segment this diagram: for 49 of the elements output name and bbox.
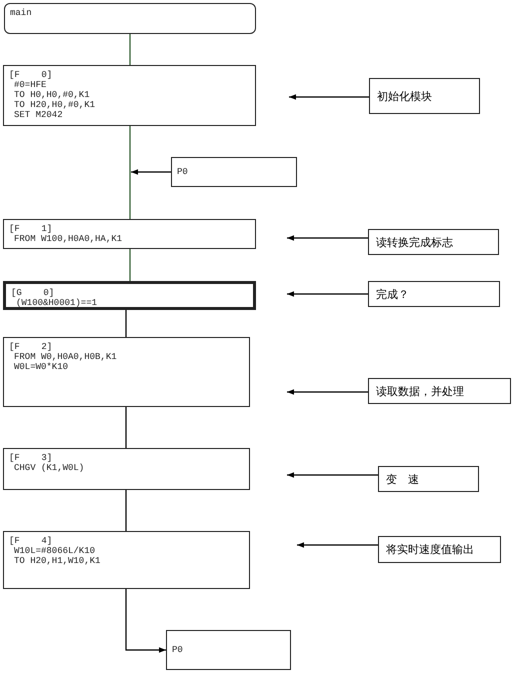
code-line: SET M2042 (13, 110, 63, 120)
arrow (287, 291, 368, 297)
arrow (131, 169, 171, 175)
process-box (3, 65, 256, 126)
connector-line (125, 310, 127, 337)
code-line: [G 0] (11, 288, 54, 298)
arrow (289, 94, 369, 100)
process-box (3, 448, 250, 490)
connector-line (129, 126, 131, 219)
arrow (287, 235, 368, 241)
code-line: [F 4] (9, 536, 52, 546)
process-box (166, 630, 291, 670)
arrow (125, 589, 166, 653)
process-box (3, 337, 250, 407)
code-line: [F 0] (9, 70, 52, 80)
connector-line (125, 490, 127, 531)
code-line: P0 (172, 645, 183, 655)
connector-line (129, 249, 131, 281)
start-box (4, 3, 256, 34)
code-line: TO H0,H0,#0,K1 (13, 90, 90, 100)
code-line: W10L=#8066L/K10 (13, 546, 96, 556)
code-line: TO H20,H0,#0,K1 (13, 100, 96, 110)
code-line: TO H20,H1,W10,K1 (13, 556, 100, 566)
arrow (297, 542, 378, 548)
code-line: CHGV (K1,W0L) (13, 463, 84, 473)
code-line: W0L=W0*K10 (13, 362, 68, 372)
comment-box: 变 速 (378, 466, 479, 492)
process-box (3, 531, 250, 589)
connector-line (125, 407, 127, 448)
code-line: FROM W0,H0A0,H0B,K1 (13, 352, 117, 362)
code-line: (W100&H0001)==1 (15, 298, 98, 308)
code-line: FROM W100,H0A0,HA,K1 (13, 234, 122, 244)
arrow (287, 472, 378, 478)
code-line: P0 (177, 167, 188, 177)
code-line: [F 1] (9, 224, 52, 234)
comment-box: 完成？ (368, 281, 500, 307)
code-line: [F 2] (9, 342, 52, 352)
connector-line (129, 34, 131, 65)
arrow (287, 389, 368, 395)
condition-box (3, 281, 256, 310)
code-line: main (10, 8, 32, 18)
comment-box: 读转换完成标志 (368, 229, 499, 255)
process-box (171, 157, 297, 187)
code-line: [F 3] (9, 453, 52, 463)
process-box (3, 219, 256, 249)
code-line: #0=HFE (13, 80, 46, 90)
comment-box: 读取数据，并处理 (368, 378, 511, 404)
comment-box: 将实时速度值输出 (378, 536, 501, 563)
comment-box: 初始化模块 (369, 78, 480, 114)
